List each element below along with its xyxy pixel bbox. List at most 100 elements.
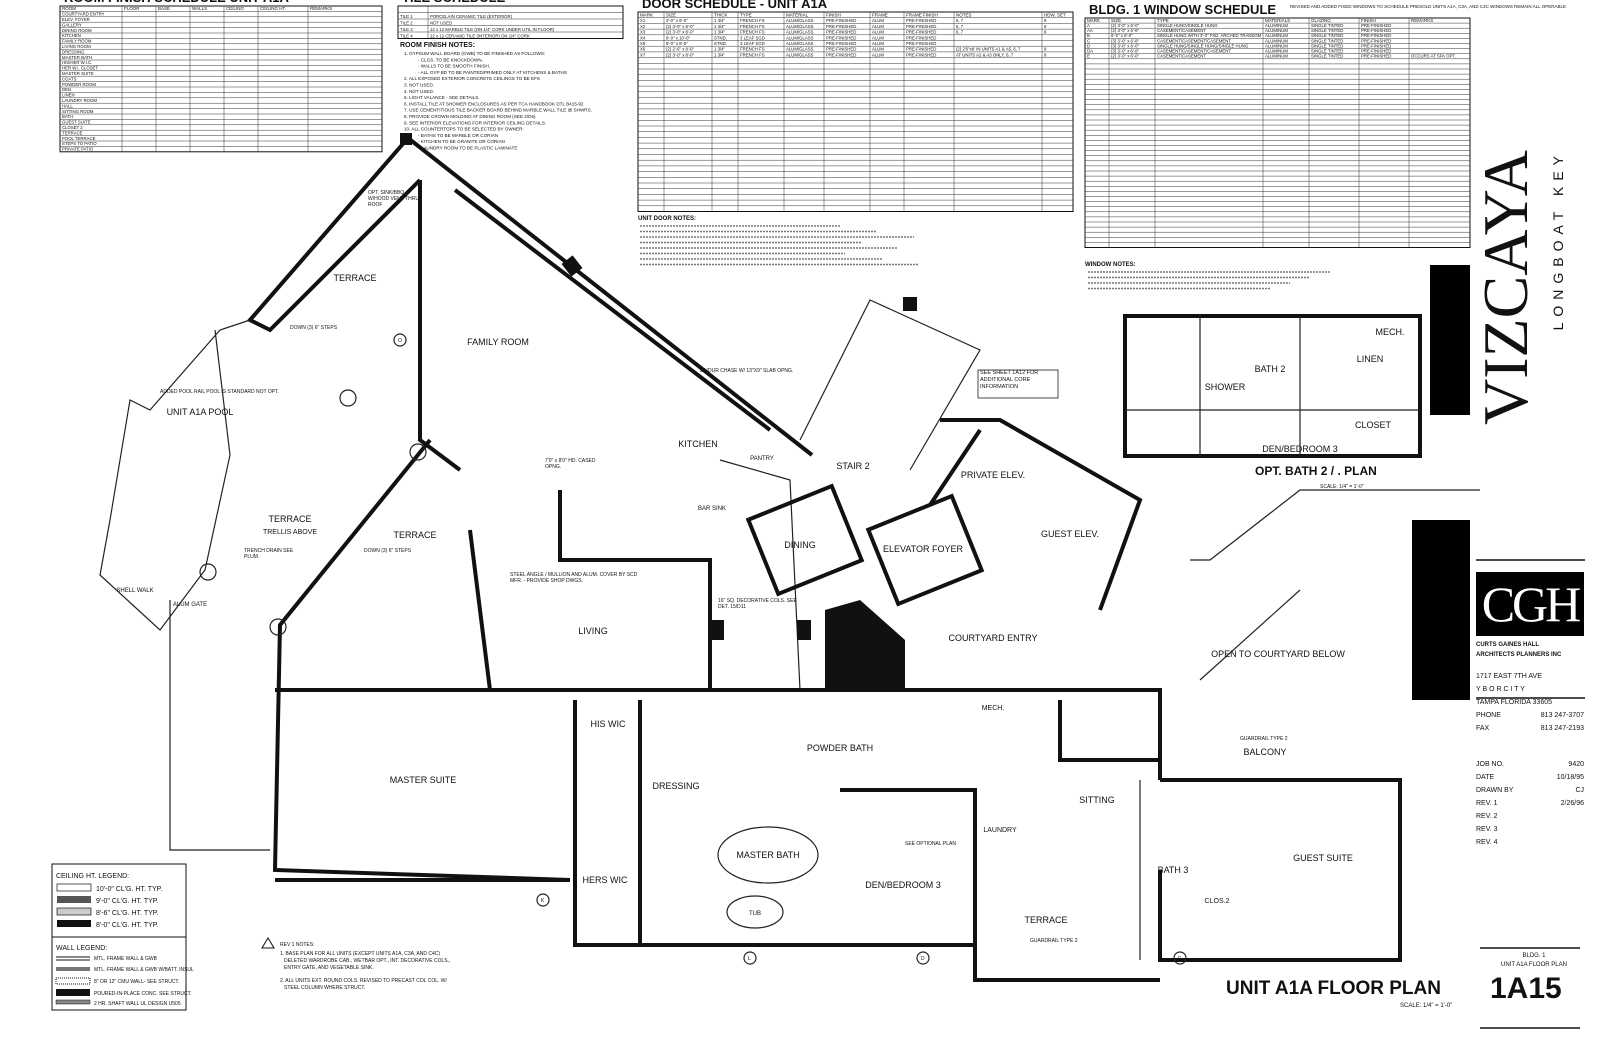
door-schedule-cell: FRENCH FS xyxy=(740,47,765,52)
door-schedule-cell: AT UNITS A2 & A3 ONLY, 6, 7 xyxy=(956,52,1014,57)
window-schedule-cell: PRE-FINISHED xyxy=(1361,28,1391,33)
room-finish-schedule-cell: KITCHEN xyxy=(62,33,81,38)
room-guest-elev: GUEST ELEV. xyxy=(1041,529,1099,539)
phone-label: PHONE xyxy=(1476,712,1501,719)
window-schedule-title: BLDG. 1 WINDOW SCHEDULE xyxy=(1089,2,1276,17)
trellis-label: TRELLIS ABOVE xyxy=(263,529,317,536)
decorative-cols-note: 16" SQ. DECORATIVE COLS. SEE DET. 15/D11 xyxy=(718,598,797,610)
door-schedule-cell: 1 3/4" xyxy=(714,47,726,52)
door-schedule-cell: 6, 7 xyxy=(956,30,964,35)
room-finish-note: - LAUNDRY ROOM TO BE PLASTIC LAMINATE xyxy=(418,146,517,151)
drawn-by: CJ xyxy=(1575,787,1584,794)
room-master-suite: MASTER SUITE xyxy=(390,775,457,785)
opt-linen-room: LINEN xyxy=(1357,354,1384,364)
ceiling-legend-item: 10'-0" CL'G. HT. TYP. xyxy=(96,886,162,893)
room-finish-schedule-header: FLOOR xyxy=(124,6,140,11)
ceiling-legend-item: 9'-0" CL'G. HT. TYP. xyxy=(96,898,159,905)
job-label: JOB NO. xyxy=(1476,761,1505,768)
room-laundry: LAUNDRY xyxy=(983,827,1017,834)
tile-schedule-frame xyxy=(397,5,624,39)
logo-subtitle: LONGBOAT KEY xyxy=(1550,150,1566,331)
room-finish-schedule-cell: SITTING ROOM xyxy=(62,109,94,114)
room-finish-note: 10. ALL COUNTERTOPS TO BE SELECTED BY OW… xyxy=(404,127,524,132)
door-schedule-cell: (2) 3'-0" x 8'-0" xyxy=(666,52,695,57)
trench-drain-note: TRENCH DRAIN SEE PLUM. xyxy=(244,548,294,560)
door-schedule-header: MARK xyxy=(640,13,653,18)
room-finish-schedule-cell: BATH xyxy=(62,114,73,119)
room-finish-schedule-cell: POWDER ROOM xyxy=(62,82,96,87)
room-dining: DINING xyxy=(784,540,816,550)
door-schedule-cell: 6, 7 xyxy=(956,18,964,23)
door-schedule-cell: ALUM xyxy=(872,18,884,23)
window-schedule-cell: PRE-FINISHED xyxy=(1361,38,1391,43)
room-finish-schedule-cell: GUEST SUITE xyxy=(62,120,91,125)
window-schedule-cell: ALUMINUM xyxy=(1265,28,1288,33)
rev1-label: REV. 1 xyxy=(1476,800,1498,807)
door-schedule-cell: FRENCH FS xyxy=(740,18,765,23)
address-line: TAMPA FLORIDA 33605 xyxy=(1476,699,1552,706)
room-finish-notes-title: ROOM FINISH NOTES: xyxy=(400,42,475,49)
door-schedule-header: THICK xyxy=(714,13,728,18)
grid-marker-o: O xyxy=(398,338,402,344)
window-schedule-cell: D xyxy=(1087,43,1090,48)
door-schedule-cell: 9 xyxy=(1044,18,1047,23)
room-finish-schedule-cell: GALLERY xyxy=(62,22,82,27)
door-schedule-cell: ALUM/GLASS xyxy=(786,30,814,35)
room-balcony: BALCONY xyxy=(1243,747,1286,757)
window-schedule-header: SIZE xyxy=(1111,18,1121,23)
room-finish-note: - CLGS. TO BE KNOCKDOWN. xyxy=(418,57,483,62)
door-schedule-header: FRAME FINISH xyxy=(906,13,938,18)
room-living: LIVING xyxy=(578,626,608,636)
window-schedule-header: FINISH xyxy=(1361,18,1376,23)
window-schedule-cell: SINGLE HUNG/SINGLE HUNG/SINGLE HUNG xyxy=(1157,43,1249,48)
address-line: Y B O R C I T Y xyxy=(1476,686,1525,693)
sheet-number: 1A15 xyxy=(1490,972,1562,1005)
door-schedule-cell: ALUM xyxy=(872,30,884,35)
ceiling-legend-item: 8'-6" CL'G. HT. TYP. xyxy=(96,910,159,917)
opt-bath-scale: SCALE: 1/4" = 1'-0" xyxy=(1320,484,1364,490)
window-schedule-cell: E xyxy=(1087,54,1090,59)
opt-closet-room: CLOSET xyxy=(1355,420,1392,430)
door-schedule-cell: 9 xyxy=(1044,30,1047,35)
rev-note-line: STEEL COLUMN WHERE STRUCT. xyxy=(284,985,365,991)
rev-note-line: 2. ALL UNITS EXT. ROUND COLS. REVISED TO… xyxy=(280,978,448,984)
grid-marker-d: D xyxy=(921,956,925,962)
room-finish-note: 2. ALL EXPOSED EXTERIOR CONCRETE CEILING… xyxy=(404,76,540,81)
opt-bath-2-plan: BATH 2 LINEN CLOSET DEN/BEDROOM 3 SHOWER… xyxy=(1123,314,1422,490)
room-terrace-w: TERRACE xyxy=(393,530,436,540)
tile-schedule-cell: TILE 1 xyxy=(400,14,413,19)
grid-marker-k: K xyxy=(541,898,545,904)
open-to-courtyard: OPEN TO COURTYARD BELOW xyxy=(1211,649,1345,659)
tile-schedule-cell: TILE 3 xyxy=(400,27,413,32)
annotations: SEE SHEET 1A12 FOR ADDITIONAL CORE INFOR… xyxy=(244,190,1288,965)
door-schedule-cell: ALUM xyxy=(872,52,884,57)
window-schedule-cell: ALUMINUM xyxy=(1265,43,1288,48)
window-schedule-cell: (3) 3'-0" x 6'-8" xyxy=(1111,49,1140,54)
bldg-label: BLDG. 1 xyxy=(1522,953,1546,959)
room-finish-schedule-cell: DRESSING xyxy=(62,49,85,54)
window-schedule-cell: CASEMENT/CASEMENT xyxy=(1157,54,1206,59)
door-schedule-cell: PRE-FINISHED xyxy=(906,47,936,52)
door-schedule-cell: ALUM/GLASS xyxy=(786,52,814,57)
rev-note-line: DELETED WARDROBE CAB., WETBAR OPT., INT.… xyxy=(284,958,450,964)
door-schedule-cell: (2) 2'6"x8' IN UNITS A1 & A5, 6, 7 xyxy=(956,47,1021,52)
room-finish-note: - WALLS TO BE SMOOTH FINISH. xyxy=(418,64,490,69)
door-schedule-cell: PRE-FINISHED xyxy=(906,18,936,23)
door-schedule-cell: PRE-FINISHED xyxy=(826,47,856,52)
drawn-label: DRAWN BY xyxy=(1476,787,1514,794)
window-schedule-cell: CASEMENT/CASEMENT/CASEMENT xyxy=(1157,49,1231,54)
room-finish-note: - BATHS TO BE MARBLE OR CORIAN xyxy=(418,133,498,138)
door-schedule-cell: STND. xyxy=(714,35,727,40)
door-schedule-cell: PRE-FINISHED xyxy=(826,30,856,35)
rev-note-line: ENTRY GATE, AND VEGETABLE SINK. xyxy=(284,965,374,971)
door-schedule-header: HDW. SET xyxy=(1044,13,1066,18)
rev1-date: 2/26/96 xyxy=(1560,800,1584,807)
cased-opng-note: 7'0" x 8'0" HD. CASED OPNG. xyxy=(545,458,596,470)
window-schedule-cell: PRE-FINISHED xyxy=(1361,33,1391,38)
tile-schedule-cell: NOT USED xyxy=(430,20,452,25)
door-schedule-cell: 1 3/4" xyxy=(714,30,726,35)
room-finish-note: 7. USE CEMENTITIOUS TILE BACKER BOARD BE… xyxy=(404,108,592,113)
window-schedule-cell: CASEMENT/CASEMENT xyxy=(1157,28,1206,33)
window-schedule-cell: PRE-FINISHED xyxy=(1361,49,1391,54)
job-number: 9420 xyxy=(1568,761,1584,768)
